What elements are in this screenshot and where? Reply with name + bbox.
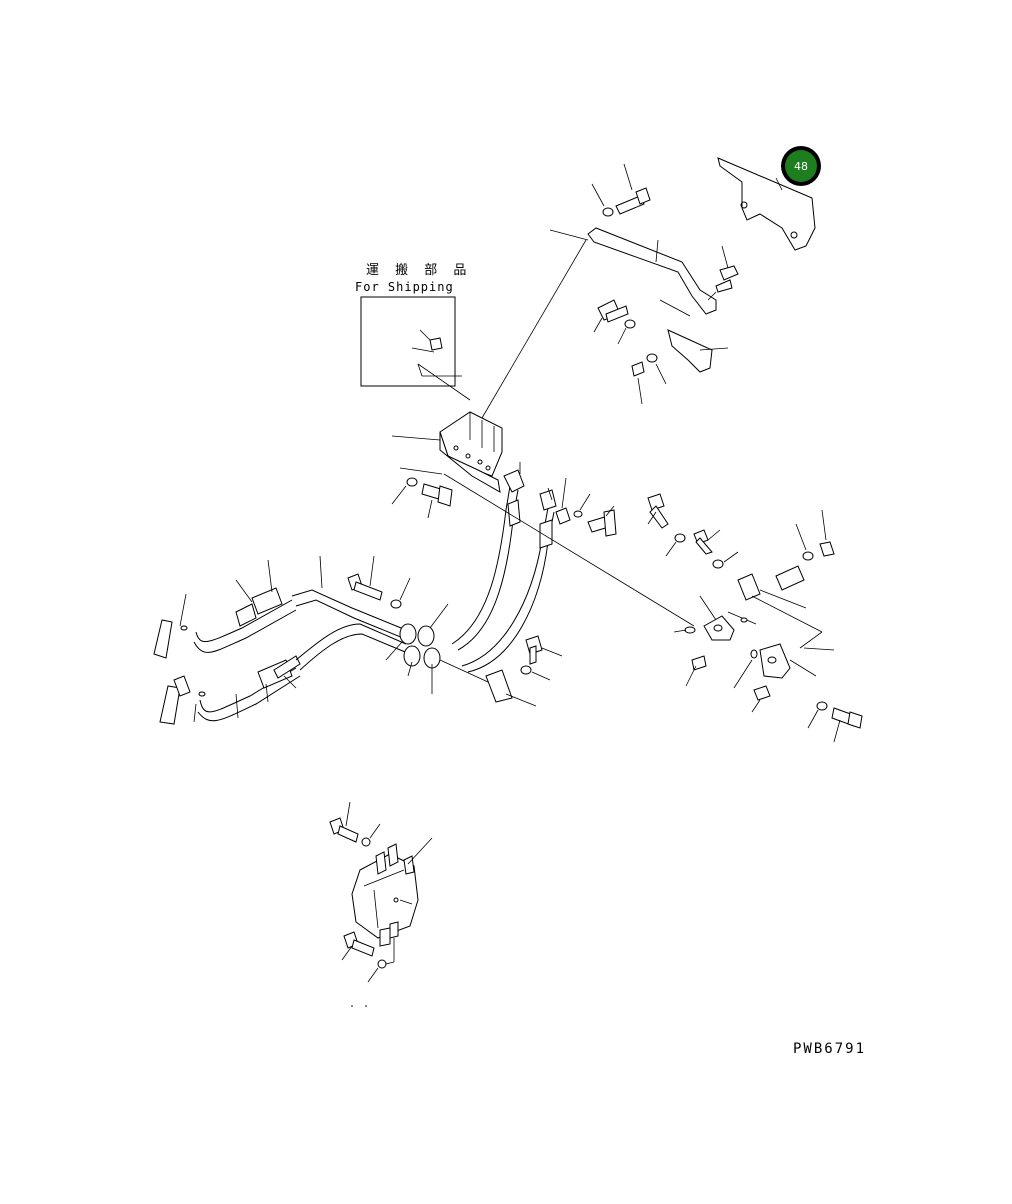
center-bolt — [347, 555, 411, 609]
leader-line — [481, 239, 587, 419]
control-lever-rod — [549, 227, 739, 315]
upper-bolt — [591, 163, 651, 217]
shipping-title-en: For Shipping — [355, 280, 454, 294]
lower-right-pivot — [673, 595, 863, 743]
left-lever-upper — [153, 555, 409, 659]
callout-48-fill — [785, 150, 817, 182]
bottom-valve — [329, 801, 433, 1007]
right-linkage — [647, 493, 835, 633]
hydraulic-hoses — [451, 462, 557, 673]
shipping-box: 運 搬 部 品 For Shipping — [355, 263, 472, 401]
callout-number: 48 — [794, 160, 808, 173]
hose-clamp-hardware — [555, 477, 617, 537]
hose-bracket — [439, 635, 563, 707]
valve-bolt — [391, 477, 453, 519]
center-fittings — [385, 603, 449, 694]
left-lever-lower — [159, 623, 411, 725]
figure-code: PWB6791 — [793, 1041, 866, 1057]
callout-48[interactable]: 48 — [781, 146, 821, 186]
shipping-title-jp: 運 搬 部 品 — [366, 263, 472, 278]
valve-block — [391, 411, 503, 493]
pivot-hardware — [593, 299, 729, 405]
leader-line — [443, 473, 695, 627]
bracket-plate — [717, 157, 816, 251]
